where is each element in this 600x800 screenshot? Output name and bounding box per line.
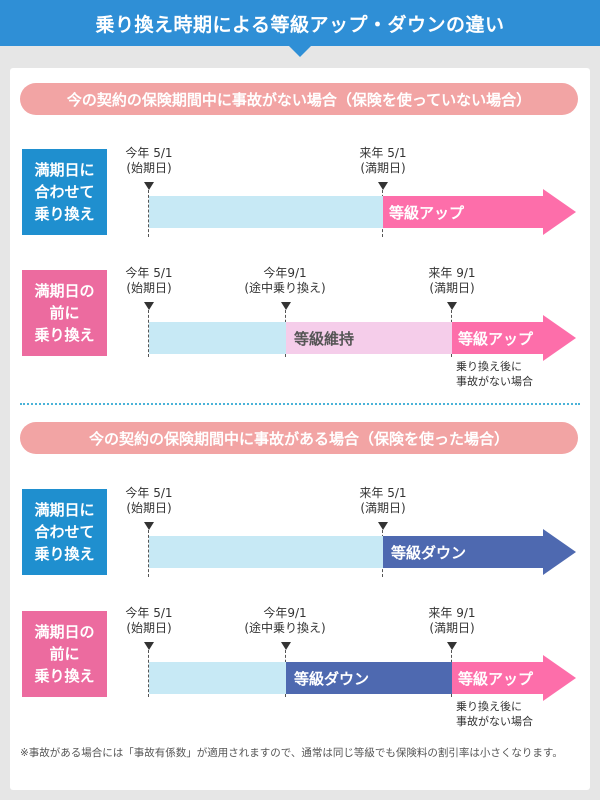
timeline-label-start: 今年 5/1 (始期日) bbox=[104, 486, 194, 516]
side-label-line: 乗り換え bbox=[34, 545, 95, 563]
marker-triangle bbox=[447, 302, 457, 310]
side-label-line: 前に bbox=[49, 304, 80, 322]
label-desc: (始期日) bbox=[126, 621, 172, 635]
marker-triangle bbox=[447, 642, 457, 650]
label-desc: (満期日) bbox=[429, 281, 475, 295]
note-line: 乗り換え後に bbox=[456, 360, 522, 373]
bar-grade-up: 等級アップ bbox=[383, 196, 543, 228]
side-label-line: 乗り換え bbox=[34, 205, 95, 223]
label-date: 今年 5/1 bbox=[125, 606, 173, 620]
marker-triangle bbox=[144, 182, 154, 190]
label-desc: (始期日) bbox=[126, 281, 172, 295]
dashed-line bbox=[148, 310, 149, 357]
label-date: 来年 9/1 bbox=[428, 606, 476, 620]
page-title: 乗り換え時期による等級アップ・ダウンの違い bbox=[95, 13, 505, 36]
side-label-renew-before-expiry: 満期日の 前に 乗り換え bbox=[22, 611, 107, 697]
label-desc: (始期日) bbox=[126, 161, 172, 175]
timeline-label-expiry: 来年 9/1 (満期日) bbox=[407, 606, 497, 636]
arrow-head bbox=[543, 529, 576, 575]
label-desc: (途中乗り換え) bbox=[244, 621, 326, 635]
side-label-renew-before-expiry: 満期日の 前に 乗り換え bbox=[22, 270, 107, 356]
bar-label: 等級アップ bbox=[458, 669, 534, 688]
section-title-text: 今の契約の保険期間中に事故がない場合（保険を使っていない場合） bbox=[66, 90, 532, 109]
dashed-line bbox=[148, 530, 149, 577]
label-desc: (満期日) bbox=[360, 161, 406, 175]
label-date: 来年 5/1 bbox=[359, 486, 407, 500]
section-divider bbox=[20, 403, 580, 405]
label-desc: (満期日) bbox=[360, 501, 406, 515]
timeline-label-start: 今年 5/1 (始期日) bbox=[104, 606, 194, 636]
timeline-label-switch: 今年9/1 (途中乗り換え) bbox=[240, 266, 330, 296]
label-date: 今年 5/1 bbox=[125, 146, 173, 160]
bar-grade-keep: 等級維持 bbox=[286, 322, 452, 354]
marker-triangle bbox=[281, 642, 291, 650]
arrow-head bbox=[543, 315, 576, 361]
label-date: 今年9/1 bbox=[263, 606, 307, 620]
dashed-line bbox=[148, 190, 149, 237]
bar-label: 等級アップ bbox=[458, 329, 534, 348]
bar-current-term bbox=[149, 536, 383, 568]
bar-grade-up: 等級アップ bbox=[452, 322, 543, 354]
marker-triangle bbox=[144, 642, 154, 650]
timeline-label-switch: 今年9/1 (途中乗り換え) bbox=[240, 606, 330, 636]
page-header: 乗り換え時期による等級アップ・ダウンの違い bbox=[0, 0, 600, 46]
bar-grade-up: 等級アップ bbox=[452, 662, 543, 694]
label-desc: (途中乗り換え) bbox=[244, 281, 326, 295]
note-line: 事故がない場合 bbox=[456, 715, 533, 728]
marker-triangle bbox=[378, 182, 388, 190]
timeline-label-start: 今年 5/1 (始期日) bbox=[104, 146, 194, 176]
section-title-no-accident: 今の契約の保険期間中に事故がない場合（保険を使っていない場合） bbox=[20, 83, 578, 115]
timeline-label-start: 今年 5/1 (始期日) bbox=[104, 266, 194, 296]
header-pointer bbox=[289, 46, 311, 57]
label-date: 今年9/1 bbox=[263, 266, 307, 280]
label-date: 来年 9/1 bbox=[428, 266, 476, 280]
side-label-line: 満期日に bbox=[34, 501, 95, 519]
section-title-accident: 今の契約の保険期間中に事故がある場合（保険を使った場合） bbox=[20, 422, 578, 454]
marker-triangle bbox=[378, 522, 388, 530]
side-label-line: 合わせて bbox=[34, 523, 95, 541]
label-desc: (始期日) bbox=[126, 501, 172, 515]
bar-current-term bbox=[149, 322, 286, 354]
bar-grade-down: 等級ダウン bbox=[383, 536, 543, 568]
bar-label: 等級維持 bbox=[294, 329, 355, 348]
side-label-line: 乗り換え bbox=[34, 667, 95, 685]
arrow-head bbox=[543, 655, 576, 701]
arrow-head bbox=[543, 189, 576, 235]
label-date: 来年 5/1 bbox=[359, 146, 407, 160]
marker-triangle bbox=[144, 522, 154, 530]
side-label-line: 満期日の bbox=[34, 623, 95, 641]
side-label-line: 満期日の bbox=[34, 282, 95, 300]
bar-label: 等級ダウン bbox=[391, 543, 467, 562]
condition-note: 乗り換え後に 事故がない場合 bbox=[456, 699, 533, 729]
section-title-text: 今の契約の保険期間中に事故がある場合（保険を使った場合） bbox=[88, 429, 509, 448]
note-line: 乗り換え後に bbox=[456, 700, 522, 713]
dashed-line bbox=[148, 650, 149, 697]
marker-triangle bbox=[281, 302, 291, 310]
timeline-label-expiry: 来年 5/1 (満期日) bbox=[338, 146, 428, 176]
label-date: 今年 5/1 bbox=[125, 266, 173, 280]
label-desc: (満期日) bbox=[429, 621, 475, 635]
side-label-line: 乗り換え bbox=[34, 326, 95, 344]
timeline-label-expiry: 来年 5/1 (満期日) bbox=[338, 486, 428, 516]
bar-current-term bbox=[149, 662, 286, 694]
bar-current-term bbox=[149, 196, 383, 228]
bar-label: 等級アップ bbox=[389, 203, 465, 222]
side-label-line: 合わせて bbox=[34, 183, 95, 201]
side-label-renew-at-expiry: 満期日に 合わせて 乗り換え bbox=[22, 149, 107, 235]
footnote: ※事故がある場合には「事故有係数」が適用されますので、通常は同じ等級でも保険料の… bbox=[20, 747, 563, 759]
bar-grade-down: 等級ダウン bbox=[286, 662, 452, 694]
condition-note: 乗り換え後に 事故がない場合 bbox=[456, 359, 533, 389]
label-date: 今年 5/1 bbox=[125, 486, 173, 500]
note-line: 事故がない場合 bbox=[456, 375, 533, 388]
timeline-label-expiry: 来年 9/1 (満期日) bbox=[407, 266, 497, 296]
marker-triangle bbox=[144, 302, 154, 310]
side-label-line: 前に bbox=[49, 645, 80, 663]
side-label-renew-at-expiry: 満期日に 合わせて 乗り換え bbox=[22, 489, 107, 575]
side-label-line: 満期日に bbox=[34, 161, 95, 179]
bar-label: 等級ダウン bbox=[294, 669, 370, 688]
